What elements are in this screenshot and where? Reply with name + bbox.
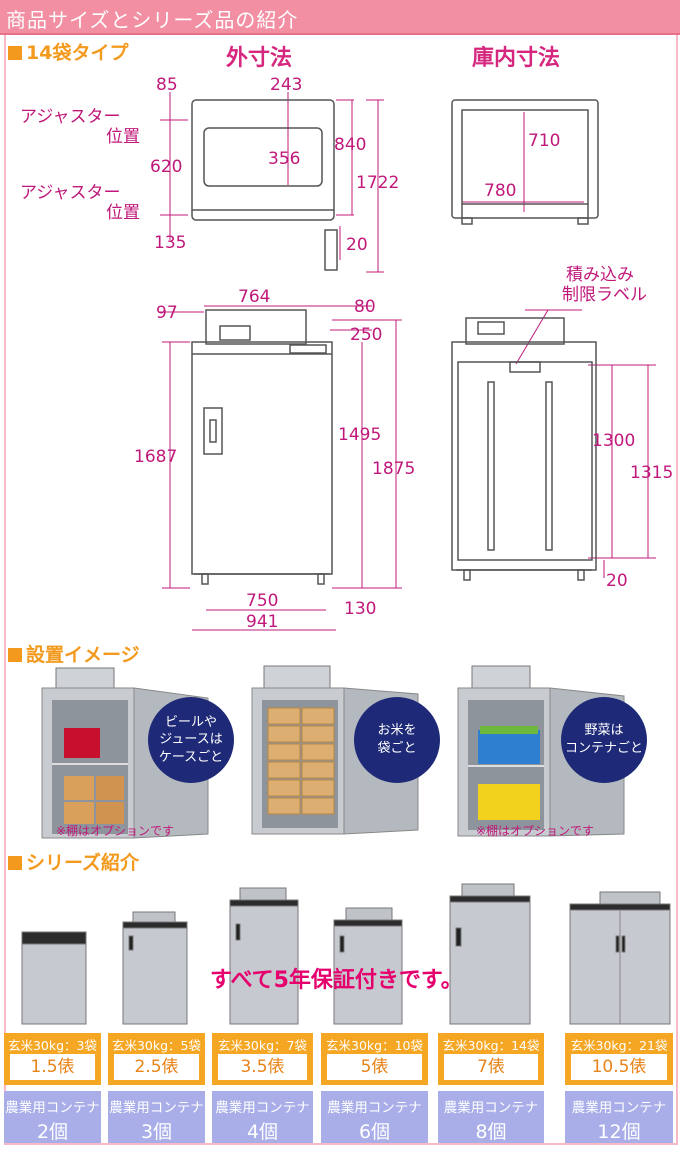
hyo-value: 7俵 — [444, 1054, 538, 1080]
dim-1875: 1875 — [372, 459, 415, 479]
section-spec-heading: 14袋タイプ — [8, 38, 128, 65]
dim-620: 620 — [150, 157, 182, 177]
hyo-value: 10.5俵 — [571, 1054, 667, 1080]
bags-label: 玄米30kg：10袋 — [326, 1038, 423, 1053]
dim-20b: 20 — [606, 571, 628, 591]
hyo-value: 5俵 — [327, 1054, 422, 1080]
series-container-4: 農業用コンテナ 6個 — [321, 1091, 428, 1143]
hyo-value: 2.5俵 — [114, 1054, 199, 1080]
dim-135: 135 — [154, 233, 186, 253]
adjuster-label-2a: アジャスター — [20, 183, 120, 203]
container-label: 農業用コンテナ — [327, 1100, 422, 1116]
container-count: 3個 — [140, 1121, 173, 1143]
bags-label: 玄米30kg：21袋 — [570, 1038, 668, 1053]
loading-limit-label-a: 積み込み — [566, 265, 634, 285]
inner-dimension-title: 庫内寸法 — [472, 46, 561, 71]
dim-710: 710 — [528, 131, 560, 151]
dim-1495: 1495 — [338, 425, 381, 445]
page-header: 商品サイズとシリーズ品の紹介 — [0, 0, 680, 35]
dim-85: 85 — [156, 75, 178, 95]
hyo-value: 1.5俵 — [10, 1054, 95, 1080]
outer-dimension-title: 外寸法 — [226, 46, 293, 71]
dim-97: 97 — [156, 303, 178, 323]
container-label: 農業用コンテナ — [443, 1100, 539, 1116]
bags-label: 玄米30kg：3袋 — [7, 1038, 98, 1053]
container-label: 農業用コンテナ — [571, 1100, 667, 1116]
dim-941: 941 — [246, 612, 278, 632]
loading-limit-label-b: 制限ラベル — [562, 285, 647, 305]
dim-780: 780 — [484, 181, 516, 201]
section-install-heading: 設置イメージ — [8, 640, 140, 667]
square-bullet-icon — [8, 856, 22, 870]
page-title: 商品サイズとシリーズ品の紹介 — [6, 8, 299, 32]
shelf-option-note-1: ※棚はオプションです — [56, 824, 175, 838]
series-container-6: 農業用コンテナ 12個 — [565, 1091, 673, 1143]
container-label: 農業用コンテナ — [5, 1100, 100, 1116]
bags-label: 玄米30kg：7袋 — [217, 1038, 308, 1053]
dim-243: 243 — [270, 75, 302, 95]
container-count: 6個 — [358, 1121, 391, 1143]
series-container-3: 農業用コンテナ 4個 — [212, 1091, 313, 1143]
dim-80: 80 — [354, 297, 376, 317]
series-products — [21, 883, 671, 1025]
section-spec-label: 14袋タイプ — [26, 42, 129, 64]
container-count: 12個 — [597, 1121, 641, 1143]
container-count: 4個 — [246, 1121, 279, 1143]
dim-20a: 20 — [346, 235, 368, 255]
bubble-cases: ビールや ジュースは ケースごと — [148, 697, 234, 783]
section-install-label: 設置イメージ — [26, 644, 140, 666]
dim-750: 750 — [246, 591, 278, 611]
section-series-label: シリーズ紹介 — [26, 852, 140, 874]
dim-356: 356 — [268, 149, 300, 169]
container-count: 2個 — [36, 1121, 69, 1143]
dimension-drawings: アジャスター 位置 アジャスター 位置 85 243 356 840 620 1… — [20, 75, 673, 632]
container-label: 農業用コンテナ — [109, 1100, 204, 1116]
bags-label: 玄米30kg：5袋 — [111, 1038, 202, 1053]
dim-1722: 1722 — [356, 173, 399, 193]
bubble-vegetables: 野菜は コンテナごと — [561, 697, 647, 783]
hyo-value: 3.5俵 — [218, 1054, 307, 1080]
shelf-option-note-2: ※棚はオプションです — [476, 824, 595, 838]
dim-840: 840 — [334, 135, 366, 155]
container-label: 農業用コンテナ — [215, 1100, 310, 1116]
series-container-2: 農業用コンテナ 3個 — [108, 1091, 205, 1143]
dim-250: 250 — [350, 325, 382, 345]
bubble-rice: お米を 袋ごと — [354, 697, 440, 783]
adjuster-label-2b: 位置 — [106, 203, 140, 223]
bags-label: 玄米30kg：14袋 — [442, 1038, 540, 1053]
adjuster-label-1b: 位置 — [106, 127, 140, 147]
container-count: 8個 — [475, 1121, 507, 1143]
square-bullet-icon — [8, 648, 22, 662]
dim-1300: 1300 — [592, 431, 635, 451]
dim-130: 130 — [344, 599, 376, 619]
guarantee-text: すべて5年保証付きです。 — [210, 968, 463, 993]
dim-1315: 1315 — [630, 463, 673, 483]
dim-1687: 1687 — [134, 447, 177, 467]
square-bullet-icon — [8, 46, 22, 60]
dim-764: 764 — [238, 287, 270, 307]
section-series-heading: シリーズ紹介 — [8, 848, 139, 875]
adjuster-label-1a: アジャスター — [20, 107, 120, 127]
series-container-1: 農業用コンテナ 2個 — [4, 1091, 101, 1143]
series-container-5: 農業用コンテナ 8個 — [438, 1091, 544, 1143]
content-frame — [4, 35, 678, 1145]
